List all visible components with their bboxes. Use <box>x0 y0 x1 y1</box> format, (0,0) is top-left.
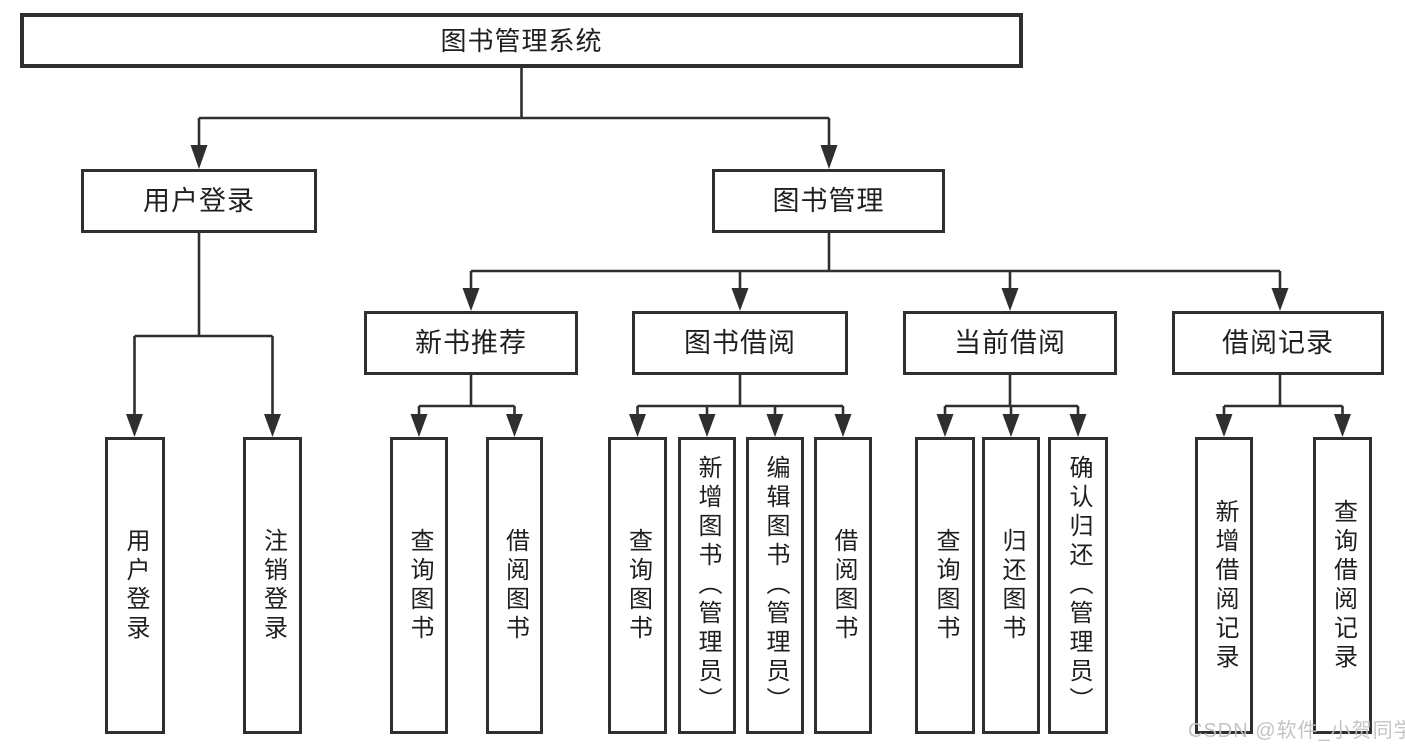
node-borrow-records: 借阅记录 <box>1172 311 1384 375</box>
node-label: 借阅记录 <box>1222 327 1334 358</box>
connector-book-borrow-children <box>636 375 845 417</box>
connector-root-to-level2 <box>197 68 831 148</box>
leaf-add-book-admin: 新增图书（管理员） <box>678 437 736 734</box>
node-label: 用户登录 <box>122 527 149 644</box>
node-label: 当前借阅 <box>954 327 1066 358</box>
leaf-borrow-books: 借阅图书 <box>814 437 872 734</box>
node-label: 归还图书 <box>998 527 1025 644</box>
leaf-add-borrow-record: 新增借阅记录 <box>1195 437 1253 734</box>
node-label: 新增图书（管理员） <box>694 455 721 716</box>
node-user-login: 用户登录 <box>81 169 317 233</box>
node-label: 查询借阅记录 <box>1329 498 1357 673</box>
node-label: 确认归还（管理员） <box>1065 455 1092 716</box>
node-label: 查询图书 <box>406 527 433 644</box>
connector-current-borrow-children <box>943 375 1080 417</box>
node-library-management-system: 图书管理系统 <box>20 13 1023 68</box>
leaf-borrow-books: 借阅图书 <box>486 437 543 734</box>
connector-borrow-records-children <box>1222 375 1344 417</box>
node-new-book-recommend: 新书推荐 <box>364 311 578 375</box>
leaf-edit-book-admin: 编辑图书（管理员） <box>746 437 804 734</box>
leaf-query-books: 查询图书 <box>390 437 448 734</box>
connector-new-book-recommend-children <box>417 375 516 417</box>
node-label: 图书借阅 <box>684 327 796 358</box>
node-label: 新增借阅记录 <box>1211 498 1238 673</box>
node-book-borrow: 图书借阅 <box>632 311 848 375</box>
leaf-confirm-return-admin: 确认归还（管理员） <box>1048 437 1108 734</box>
leaf-query-books: 查询图书 <box>915 437 975 734</box>
node-current-borrow: 当前借阅 <box>903 311 1117 375</box>
leaf-query-borrow-record: 查询借阅记录 <box>1313 437 1372 734</box>
node-label: 查询图书 <box>932 527 959 644</box>
leaf-user-login: 用户登录 <box>105 437 165 734</box>
csdn-watermark: CSDN @软件_小贺同学 <box>1188 720 1405 742</box>
connector-user-login-children <box>133 233 274 417</box>
node-label: 新书推荐 <box>415 327 527 358</box>
node-label: 注销登录 <box>259 527 287 644</box>
leaf-return-book: 归还图书 <box>982 437 1040 734</box>
node-label: 借阅图书 <box>501 527 529 644</box>
leaf-query-books: 查询图书 <box>608 437 667 734</box>
node-label: 用户登录 <box>143 185 255 216</box>
node-label: 查询图书 <box>624 527 652 644</box>
leaf-logout: 注销登录 <box>243 437 302 734</box>
node-label: 编辑图书（管理员） <box>762 455 789 716</box>
connector-book-management-to-level3 <box>469 233 1282 291</box>
arrowheads <box>126 145 1351 437</box>
node-label: 图书管理 <box>772 185 885 216</box>
node-book-management: 图书管理 <box>712 169 945 233</box>
node-label: 借阅图书 <box>830 527 857 644</box>
node-label: 图书管理系统 <box>440 25 603 56</box>
